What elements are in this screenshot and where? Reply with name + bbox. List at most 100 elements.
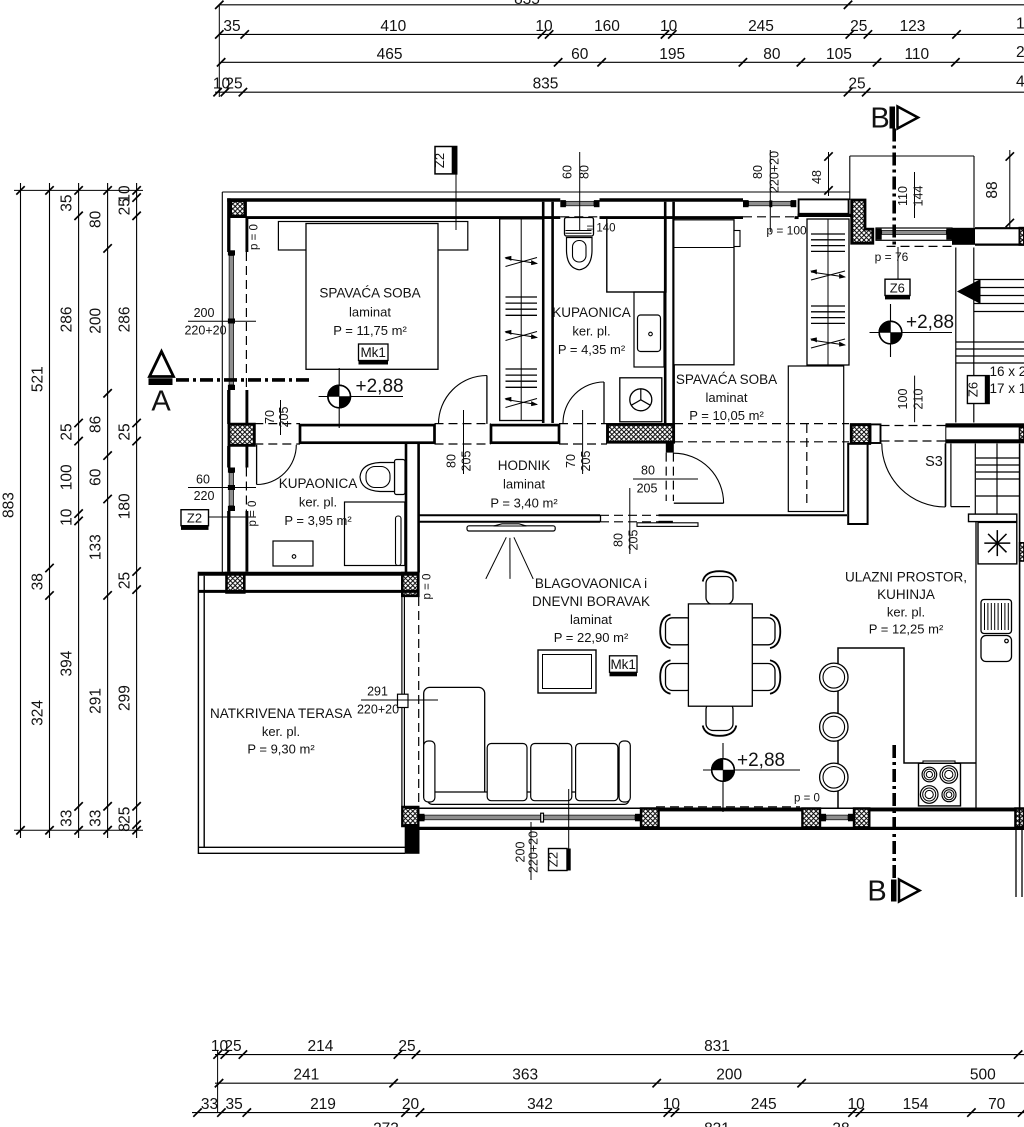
svg-text:P = 11,75 m²: P = 11,75 m² (333, 323, 407, 338)
svg-text:38: 38 (30, 573, 47, 590)
svg-text:+2,88: +2,88 (737, 750, 785, 771)
svg-text:200: 200 (88, 307, 105, 333)
svg-text:17 x 17,: 17 x 17, (990, 381, 1024, 396)
svg-text:110: 110 (904, 46, 929, 63)
svg-text:P = 4,35 m²: P = 4,35 m² (558, 342, 626, 357)
svg-text:p = 0: p = 0 (794, 793, 820, 805)
svg-text:342: 342 (527, 1096, 553, 1113)
svg-text:48: 48 (810, 170, 824, 184)
svg-text:25: 25 (117, 423, 134, 440)
svg-text:20: 20 (402, 1096, 420, 1113)
svg-text:ker. pl.: ker. pl. (262, 724, 300, 739)
svg-text:33: 33 (59, 810, 76, 827)
svg-text:Z6: Z6 (966, 382, 981, 397)
svg-text:88: 88 (984, 181, 1001, 198)
svg-text:80: 80 (612, 533, 626, 547)
svg-text:33: 33 (88, 810, 105, 827)
svg-text:219: 219 (310, 1096, 336, 1113)
svg-text:80: 80 (88, 210, 105, 228)
svg-text:8: 8 (117, 823, 134, 832)
svg-text:220+20: 220+20 (768, 151, 782, 193)
svg-text:P = 12,25 m²: P = 12,25 m² (869, 622, 944, 637)
svg-text:10: 10 (535, 18, 553, 35)
svg-text:SPAVAĆA SOBA: SPAVAĆA SOBA (319, 286, 420, 301)
svg-text:Mk1: Mk1 (610, 657, 636, 672)
svg-text:123: 123 (900, 18, 926, 35)
svg-text:38: 38 (832, 1121, 849, 1127)
svg-text:10: 10 (59, 508, 76, 526)
svg-text:214: 214 (307, 1038, 333, 1055)
svg-text:200: 200 (514, 842, 528, 863)
svg-text:60: 60 (571, 46, 589, 63)
svg-text:P = 3,40 m²: P = 3,40 m² (490, 495, 558, 510)
svg-text:35: 35 (59, 194, 76, 211)
svg-text:154: 154 (903, 1096, 929, 1113)
svg-text:835: 835 (533, 76, 559, 93)
svg-text:DNEVNI BORAVAK: DNEVNI BORAVAK (532, 594, 650, 609)
svg-text:205: 205 (460, 451, 474, 472)
svg-text:+2,88: +2,88 (906, 312, 954, 333)
svg-text:70: 70 (564, 454, 578, 468)
svg-text:ker. pl.: ker. pl. (572, 324, 610, 339)
svg-text:16 x 28: 16 x 28 (990, 364, 1024, 379)
svg-text:25: 25 (225, 76, 242, 93)
svg-text:10: 10 (213, 76, 231, 93)
svg-text:laminat: laminat (503, 477, 545, 492)
svg-text:NATKRIVENA TERASA: NATKRIVENA TERASA (210, 706, 352, 721)
svg-text:S3: S3 (925, 454, 943, 470)
svg-text:220: 220 (194, 489, 215, 503)
svg-text:144: 144 (911, 186, 925, 207)
svg-text:SPAVAĆA SOBA: SPAVAĆA SOBA (676, 372, 777, 387)
svg-text:P = 3,95 m²: P = 3,95 m² (284, 513, 352, 528)
svg-text:10: 10 (663, 1096, 681, 1113)
svg-text:220+20: 220+20 (184, 324, 226, 338)
svg-text:HODNIK: HODNIK (498, 458, 551, 473)
svg-text:10: 10 (211, 1038, 229, 1055)
svg-text:245: 245 (748, 18, 774, 35)
svg-text:105: 105 (826, 46, 852, 63)
svg-text:P = 22,90 m²: P = 22,90 m² (554, 630, 629, 645)
svg-text:35: 35 (223, 18, 240, 35)
svg-text:100: 100 (59, 464, 76, 490)
svg-text:80: 80 (445, 454, 459, 468)
svg-text:245: 245 (751, 1096, 777, 1113)
svg-text:25: 25 (848, 76, 865, 93)
svg-text:465: 465 (377, 46, 403, 63)
svg-text:B: B (867, 876, 886, 908)
svg-text:Mk1: Mk1 (360, 345, 386, 360)
svg-text:205: 205 (579, 451, 593, 472)
svg-text:BLAGOVAONICA i: BLAGOVAONICA i (535, 576, 647, 591)
svg-text:KUHINJA: KUHINJA (877, 587, 935, 602)
svg-text:140: 140 (1016, 16, 1024, 33)
svg-text:831: 831 (704, 1121, 730, 1127)
svg-text:220+20: 220+20 (357, 703, 399, 717)
svg-text:10: 10 (660, 18, 678, 35)
svg-text:KUPAONICA: KUPAONICA (552, 305, 631, 320)
svg-text:laminat: laminat (570, 612, 612, 627)
svg-text:Z2: Z2 (432, 153, 447, 168)
svg-text:60: 60 (88, 468, 105, 486)
svg-text:291: 291 (367, 685, 388, 699)
svg-text:= 140: = 140 (586, 223, 615, 235)
svg-text:25: 25 (117, 572, 134, 589)
svg-text:10: 10 (847, 1096, 865, 1113)
svg-text:286: 286 (117, 306, 134, 332)
svg-text:60: 60 (196, 473, 210, 487)
svg-text:110: 110 (896, 186, 910, 206)
svg-text:394: 394 (59, 650, 76, 676)
svg-text:25: 25 (398, 1038, 415, 1055)
svg-text:Z2: Z2 (546, 852, 561, 867)
svg-text:200: 200 (716, 1067, 742, 1084)
svg-text:831: 831 (704, 1038, 730, 1055)
svg-text:KUPAONICA: KUPAONICA (279, 476, 358, 491)
svg-text:500: 500 (970, 1067, 996, 1084)
svg-text:ULAZNI PROSTOR,: ULAZNI PROSTOR, (845, 570, 967, 585)
svg-text:25: 25 (59, 423, 76, 440)
svg-text:B: B (870, 103, 889, 135)
svg-text:60: 60 (561, 165, 575, 179)
svg-text:25: 25 (117, 807, 134, 824)
svg-text:80: 80 (751, 165, 765, 179)
svg-text:laminat: laminat (349, 304, 391, 319)
svg-text:p = 0: p = 0 (247, 501, 259, 527)
svg-text:133: 133 (88, 534, 105, 560)
